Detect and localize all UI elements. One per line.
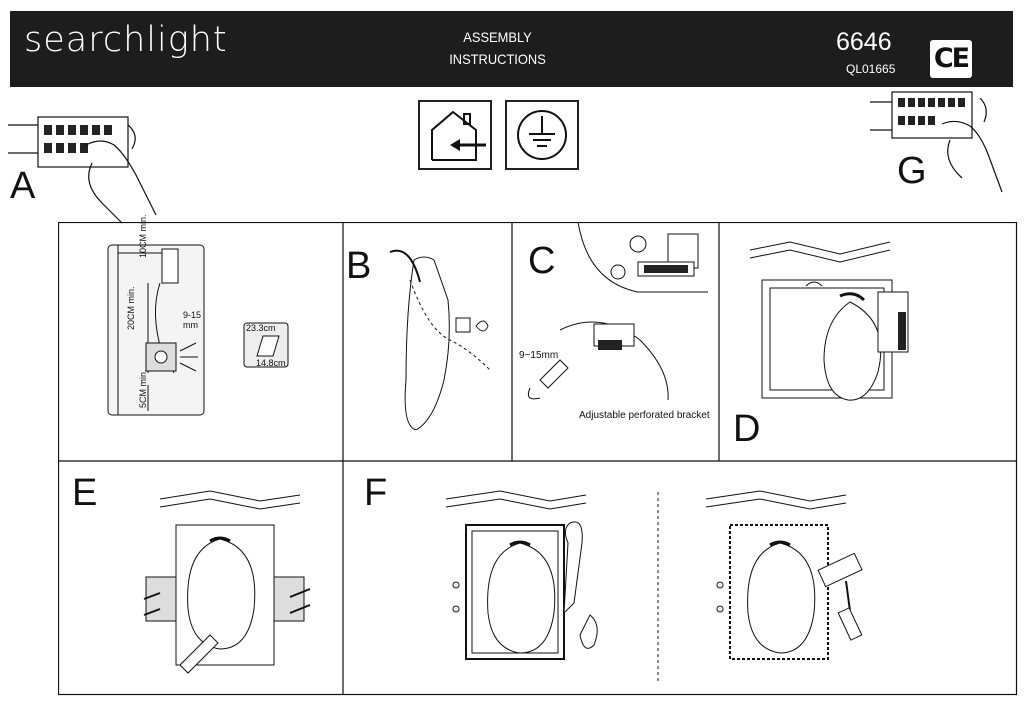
fit-light-illustration: [749, 241, 909, 401]
step-label-e: E: [72, 472, 98, 514]
wiring-illustration: [389, 249, 491, 430]
breaker-on-illustration: [870, 91, 1003, 193]
adjust-bracket-illustration: [527, 321, 669, 401]
cutout-size-diagram: [243, 322, 289, 368]
step-label-b: B: [346, 245, 372, 287]
dim-label-depth: 9-15 mm: [183, 310, 202, 330]
dim-label-top: 10CM min.: [138, 214, 148, 258]
wall-dimension-diagram: [107, 244, 205, 416]
doc-title-line2: INSTRUCTIONS: [449, 51, 546, 67]
secure-screws-illustration: [143, 490, 311, 674]
dim-label-mid: 20CM min.: [126, 286, 136, 330]
step-label-a: A: [10, 165, 36, 207]
ce-mark-icon: CE: [933, 43, 970, 74]
step-label-c: C: [528, 240, 556, 282]
plaster-illustration: [445, 490, 598, 660]
dim-label-bottom: 5CM min.: [138, 369, 148, 408]
cutout-height-label: 14.8cm: [256, 358, 286, 368]
paint-roller-illustration: [705, 490, 863, 660]
depth-label-c: 9~15mm: [519, 350, 559, 361]
header-bar: [10, 11, 1013, 87]
product-code: QL01665: [846, 62, 896, 76]
model-number: 6646: [836, 28, 892, 56]
step-label-g: G: [897, 150, 927, 192]
doc-title-line1: ASSEMBLY: [463, 29, 532, 45]
brand-logo: searchlight: [24, 20, 228, 60]
bracket-label: Adjustable perforated bracket: [579, 410, 710, 421]
earth-ground-icon: [505, 100, 579, 170]
bracket-screw-illustration: [577, 222, 708, 293]
step-label-f: F: [364, 472, 388, 514]
ce-mark-box: [930, 40, 972, 78]
instruction-grid: [58, 222, 1018, 696]
breaker-off-illustration: [8, 116, 157, 224]
step-label-d: D: [733, 408, 761, 450]
house-indoor-icon: [418, 100, 492, 170]
cutout-width-label: 23.3cm: [246, 323, 276, 333]
